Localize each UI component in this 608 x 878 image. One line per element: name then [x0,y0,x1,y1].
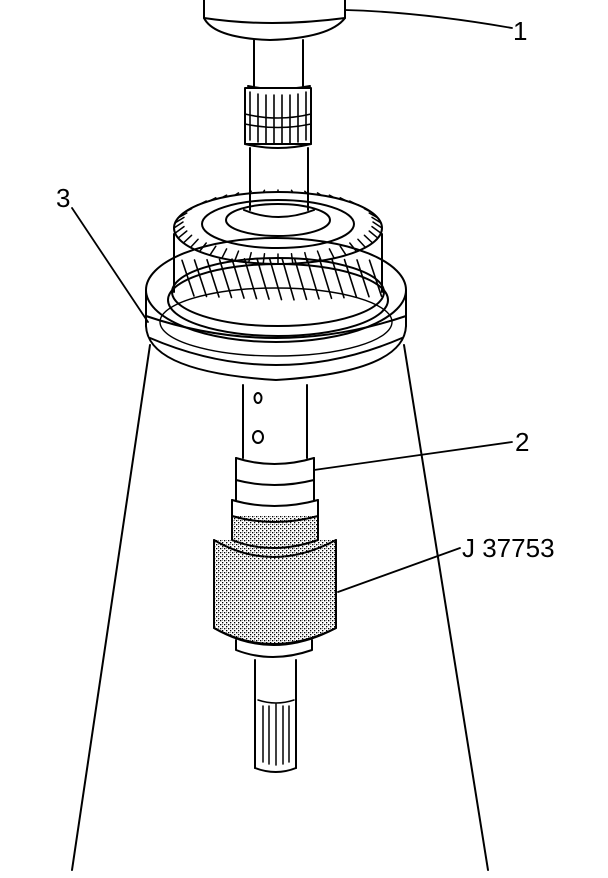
gear-tooth [358,205,366,209]
helical-tooth [232,259,244,298]
helical-tooth [357,260,369,297]
gear-tooth [340,246,346,255]
leader-line-2 [314,442,512,470]
gear-tooth [318,251,322,261]
installer-tool [214,516,336,657]
gear-tooth [292,190,293,192]
gear-tooth [369,231,378,238]
gear-tooth [178,231,187,238]
spline-shaft [258,700,294,765]
gear-tooth [175,227,184,234]
callout-3-label: 3 [56,183,71,213]
bottom-spline-shaft [255,660,296,772]
gear-tooth [222,195,227,198]
callout-1-label: 1 [513,16,528,46]
gear-tooth [358,239,366,247]
gear-tooth [369,213,378,218]
helical-tooth [270,258,282,299]
gear-tooth [191,239,199,247]
gear-tooth [183,209,191,213]
gear-tooth [222,249,227,258]
gear-tooth [235,193,239,195]
leader-line-3 [72,208,148,322]
gear-tooth [249,253,252,263]
bearing-ring [146,238,406,380]
helical-tooth [332,259,344,297]
gear-tooth [235,251,239,261]
leader-lines [72,10,512,592]
gear-tooth [372,227,381,234]
gear-tooth [318,193,322,195]
gear-tooth [210,246,216,255]
callout-2-label: 2 [515,427,530,457]
gear-tooth [210,198,216,201]
gear-tooth [199,201,206,204]
gear-tooth [329,249,334,258]
gear-tooth [364,209,372,213]
gear-tooth [373,222,382,228]
helical-tooth [195,260,207,297]
leader-line-1 [345,10,512,28]
upper-shaft [244,40,314,217]
shaft-splines [245,92,311,143]
gear-tooth [263,190,264,192]
gear-tooth [364,235,372,243]
gear-tooth [174,222,183,228]
lower-shaft [232,385,318,516]
gear-tooth [372,217,381,223]
press-fixture-body [72,345,488,870]
leader-line-tool [338,548,460,592]
tool-number-label: J 37753 [462,533,555,563]
gear-tooth [175,217,184,223]
helical-tooth [282,258,294,300]
gear-assembly [168,190,388,336]
gear-tooth [305,191,308,193]
press-ram [204,0,345,40]
gear-tooth [183,235,191,243]
gear-tooth [178,213,187,218]
gear-tooth [340,198,346,201]
gear-tooth [329,195,334,198]
gear-tooth [350,201,357,204]
gear-tooth [249,191,252,193]
gear-tooth [191,205,199,209]
